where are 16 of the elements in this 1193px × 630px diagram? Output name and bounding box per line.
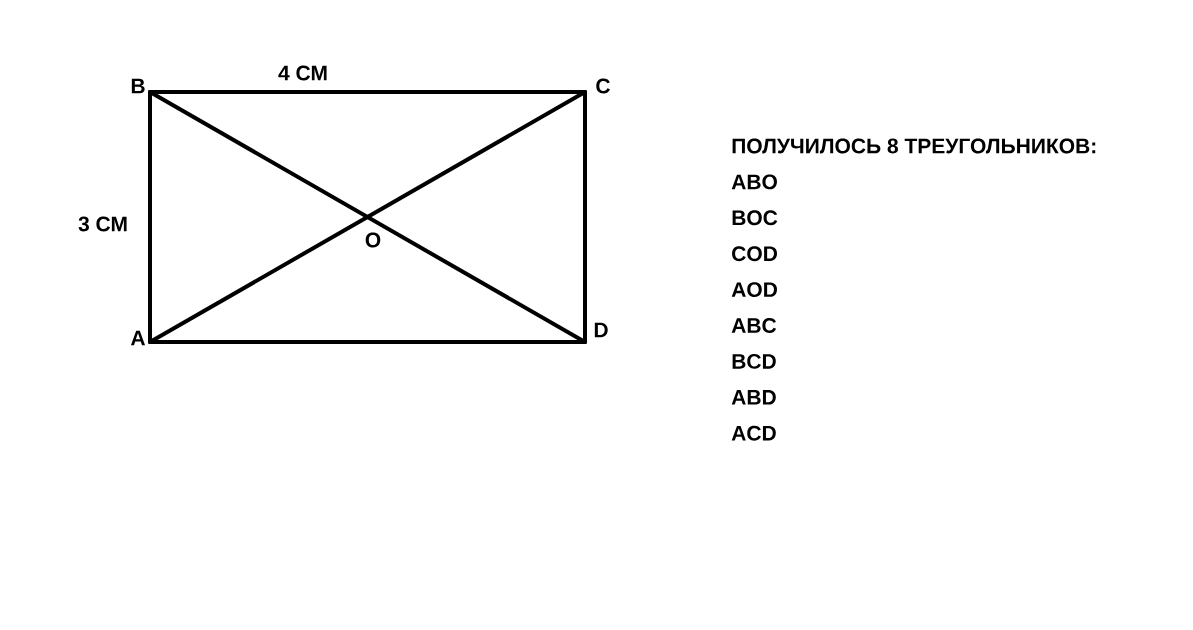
point-label: D [594, 322, 608, 338]
point-label: B [131, 78, 145, 94]
triangle-name: ABC [731, 318, 777, 333]
heading-text: ПОЛУЧИЛОСЬ 8 ТРЕУГОЛЬНИКОВ: [732, 138, 1096, 154]
triangle-name: ABO [731, 174, 777, 190]
point-label: C [596, 78, 610, 94]
triangle-name: AOD [731, 282, 777, 298]
point-label: A [130, 330, 146, 346]
triangle-name: ACD [731, 425, 776, 441]
triangle-name: BOC [732, 210, 778, 226]
point-label: O [365, 232, 381, 248]
triangle-name: BCD [732, 353, 776, 369]
triangle-name: ABD [731, 390, 776, 405]
triangle-name: COD [732, 246, 777, 262]
dimension-label: 3 СМ [78, 216, 127, 232]
dimension-label: 4 СМ [278, 65, 327, 81]
